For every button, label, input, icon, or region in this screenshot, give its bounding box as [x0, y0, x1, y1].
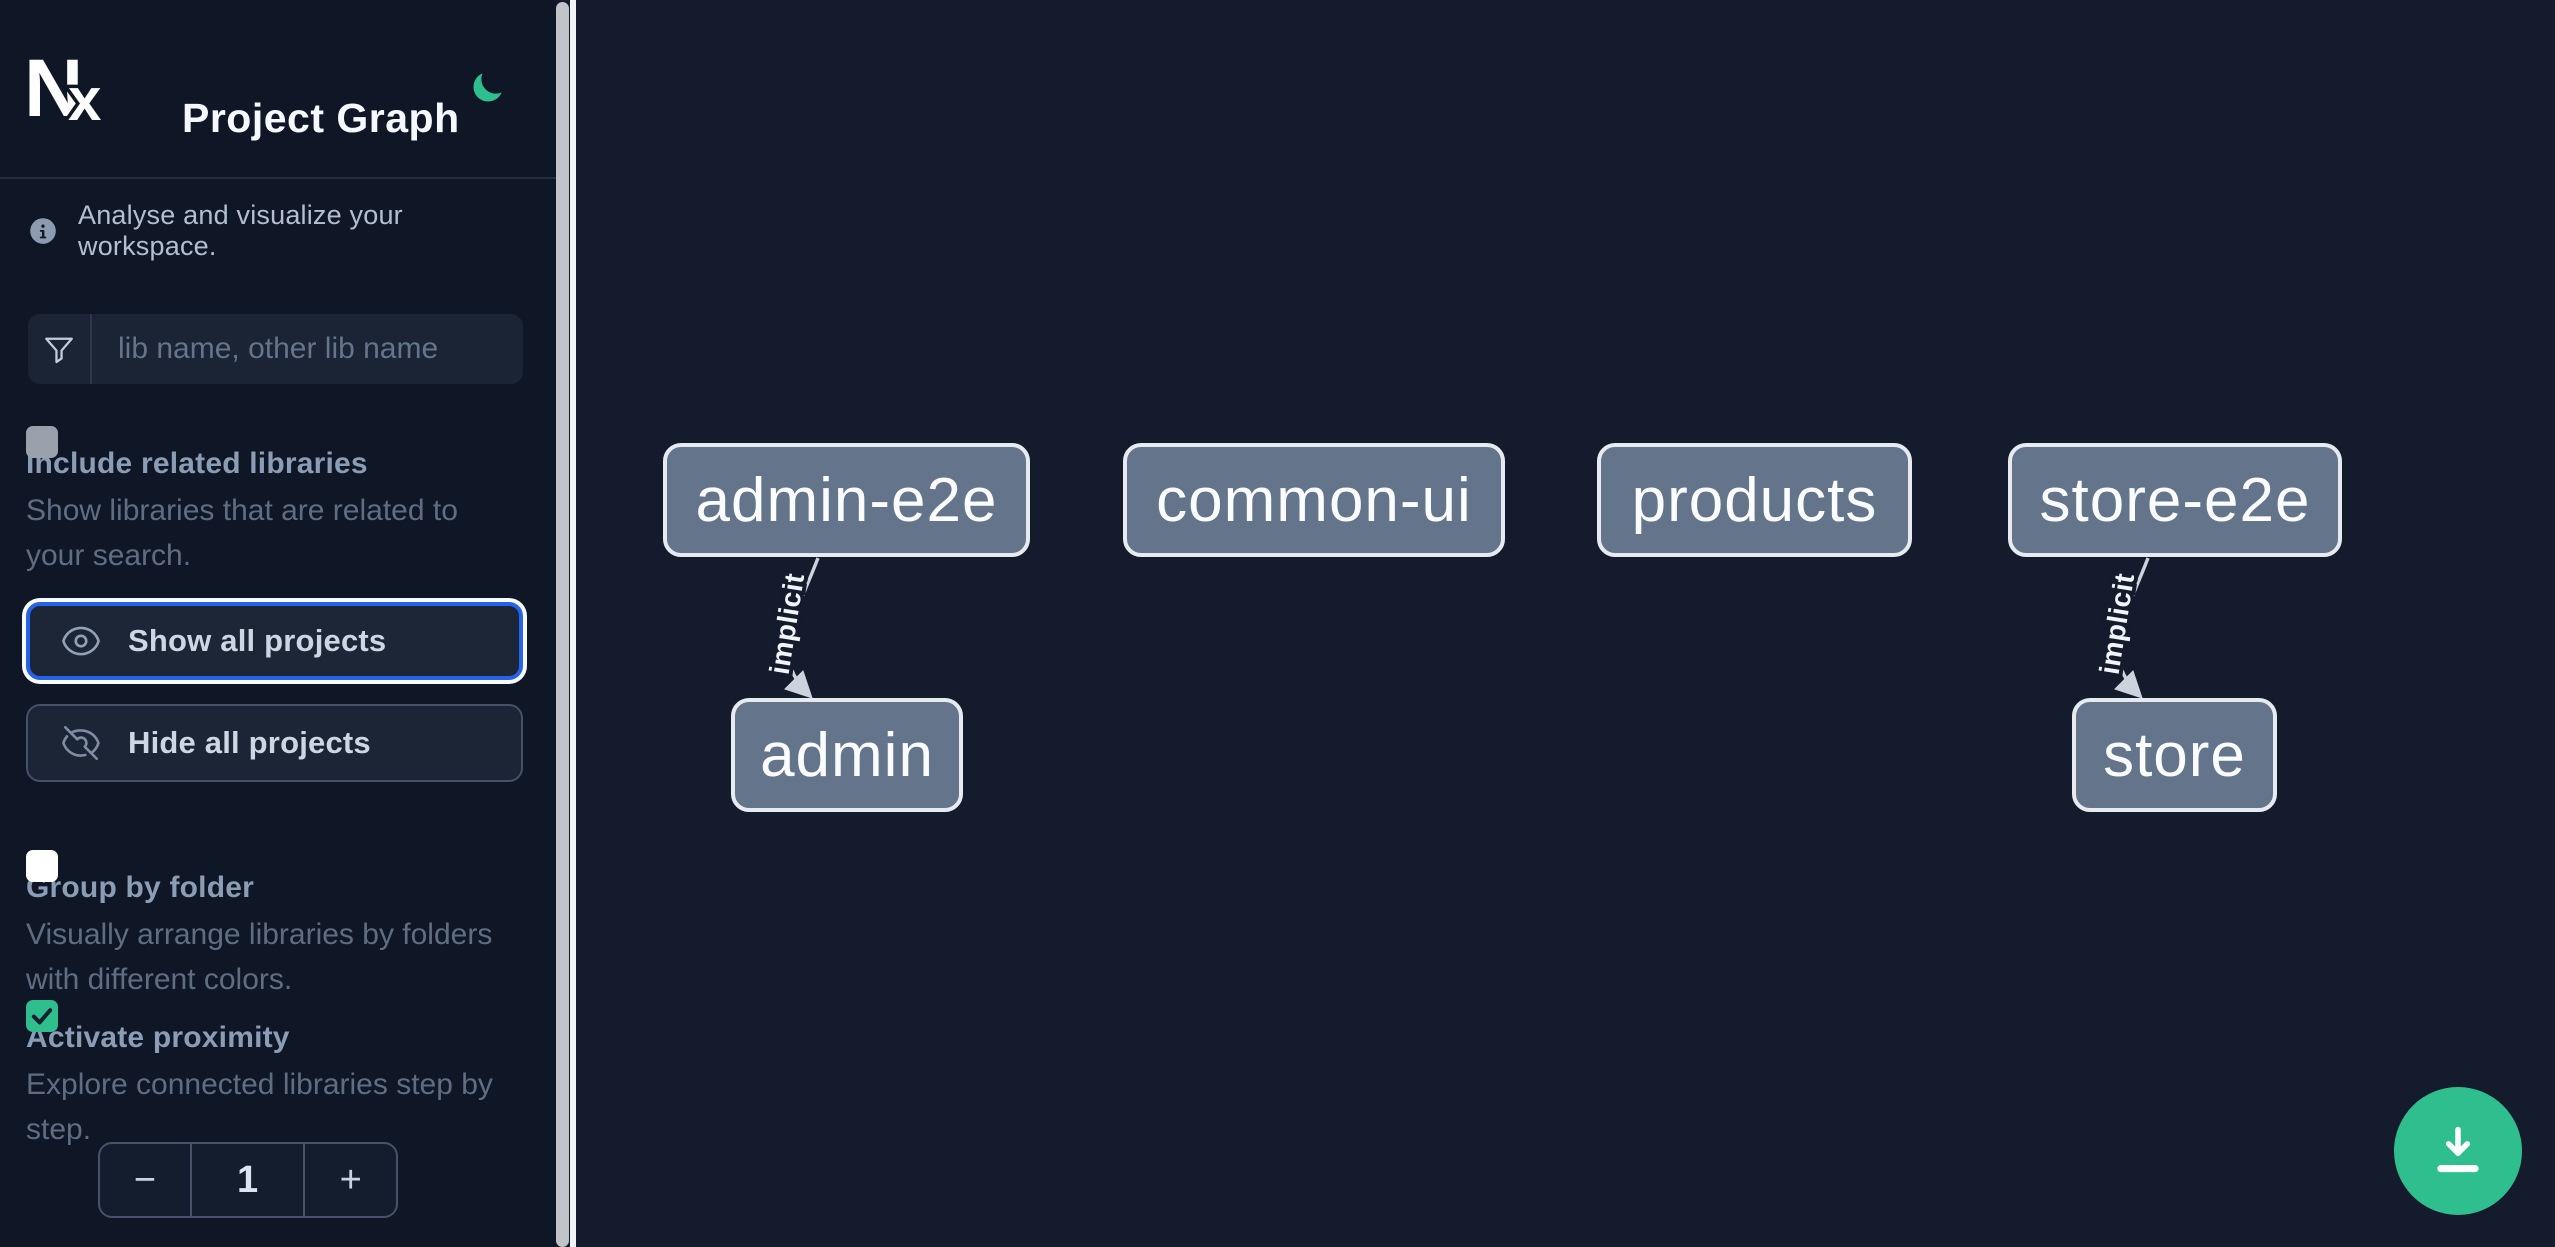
svg-text:N: N — [24, 54, 83, 124]
checkbox-include-related-libraries[interactable] — [26, 426, 58, 458]
graph-edges: implicit implicit — [760, 557, 2150, 699]
sidebar-header: N x Project Graph — [0, 0, 556, 179]
node-admin[interactable]: admin — [731, 698, 963, 812]
option-label[interactable]: Include related libraries — [26, 447, 368, 480]
eye-icon — [62, 626, 100, 656]
edge-store-e2e-to-store — [2113, 557, 2150, 699]
filter-input[interactable] — [92, 314, 530, 384]
option-activate-proximity: Activate proximity Explore connected lib… — [26, 998, 496, 1152]
option-description: Visually arrange libraries by folders wi… — [26, 918, 493, 996]
node-common-ui[interactable]: common-ui — [1123, 443, 1505, 557]
download-icon — [2437, 1126, 2479, 1173]
workspace-tagline: Analyse and visualize your workspace. — [78, 200, 403, 261]
theme-toggle-button[interactable] — [468, 70, 506, 108]
option-description: Show libraries that are related to your … — [26, 494, 458, 572]
edge-admin-e2e-to-admin — [783, 557, 820, 699]
eye-off-icon — [62, 725, 100, 761]
option-group-by-folder: Group by folder Visually arrange librari… — [26, 848, 496, 1002]
node-admin-e2e[interactable]: admin-e2e — [663, 443, 1030, 557]
nx-logo-icon: N x — [24, 54, 105, 124]
option-description: Explore connected libraries step by step… — [26, 1068, 493, 1146]
funnel-icon-cell — [28, 314, 92, 384]
sidebar: N x Project Graph Analyse and visualize … — [0, 0, 556, 1247]
checkbox-activate-proximity[interactable] — [26, 1000, 58, 1032]
checkbox-group-by-folder[interactable] — [26, 850, 58, 882]
panel-resizer[interactable] — [570, 0, 576, 1247]
option-label[interactable]: Activate proximity — [26, 1021, 290, 1054]
download-fab[interactable] — [2394, 1087, 2522, 1215]
edge-label-implicit: implicit — [764, 571, 811, 677]
node-products[interactable]: products — [1597, 443, 1912, 557]
moon-icon — [473, 73, 502, 102]
node-store-e2e[interactable]: store-e2e — [2008, 443, 2342, 557]
info-icon — [30, 218, 56, 244]
option-include-related-libraries: Include related libraries Show libraries… — [26, 424, 496, 578]
proximity-stepper: − 1 + — [98, 1142, 398, 1218]
hide-all-projects-label: Hide all projects — [128, 725, 371, 760]
show-all-projects-button[interactable]: Show all projects — [26, 602, 523, 680]
option-label[interactable]: Group by folder — [26, 871, 254, 904]
filter-box — [28, 314, 530, 384]
sidebar-scrollbar[interactable] — [556, 2, 569, 1247]
stepper-value: 1 — [189, 1144, 306, 1216]
increment-button[interactable]: + — [305, 1144, 396, 1216]
decrement-button[interactable]: − — [100, 1144, 190, 1216]
workspace-tagline-row: Analyse and visualize your workspace. — [28, 200, 528, 262]
svg-text:x: x — [68, 66, 101, 124]
hide-all-projects-button[interactable]: Hide all projects — [26, 704, 523, 782]
page-title: Project Graph — [182, 95, 460, 142]
edge-label-implicit: implicit — [2094, 571, 2141, 677]
funnel-icon — [45, 337, 73, 364]
check-icon — [31, 1008, 53, 1025]
show-all-projects-label: Show all projects — [128, 623, 387, 658]
node-store[interactable]: store — [2072, 698, 2277, 812]
graph-canvas[interactable]: implicit implicit admin-e2e common-ui pr… — [576, 0, 2555, 1247]
